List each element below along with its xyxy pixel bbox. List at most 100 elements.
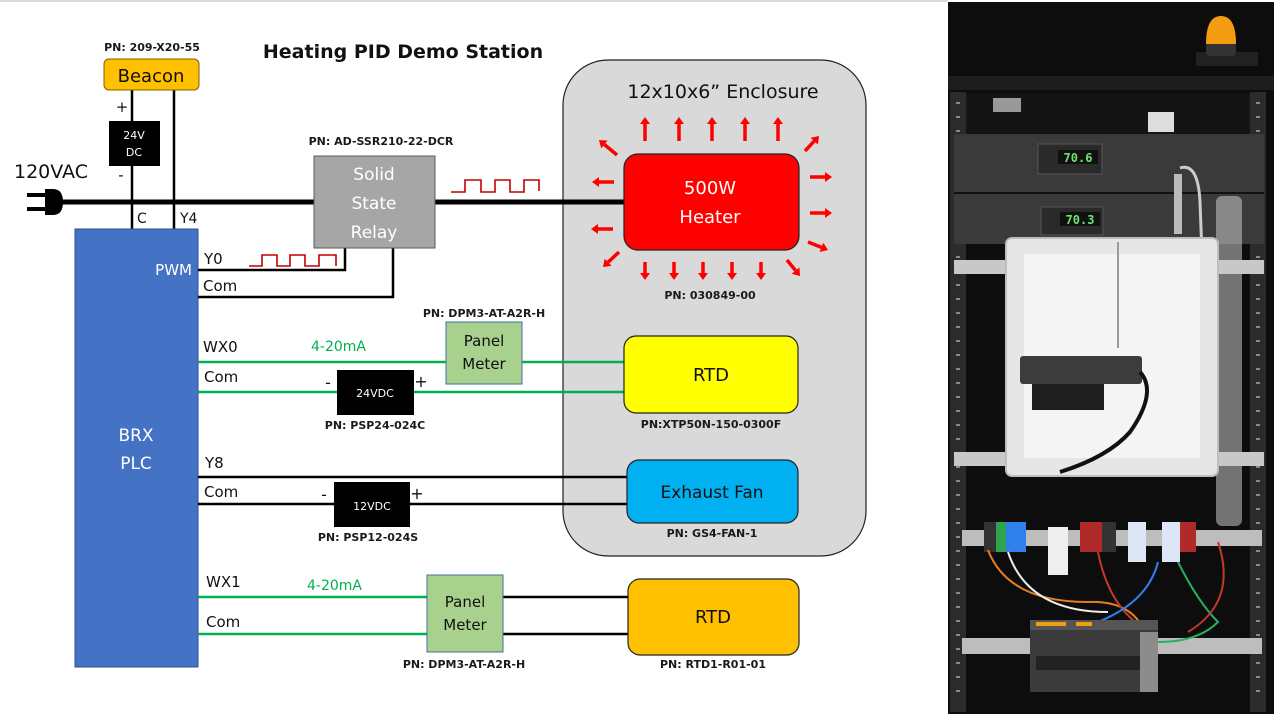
rail-hole (1256, 298, 1260, 300)
exhaust-fan-label: Exhaust Fan (660, 483, 763, 503)
terminal-com-wx0: Com (204, 368, 238, 386)
heat-arrow-icon (785, 258, 800, 276)
supply-24vdc-pn: PN: PSP24-024C (325, 419, 425, 432)
rail-hole (956, 634, 960, 636)
beacon-supply (109, 121, 160, 166)
terminal-c: C (137, 211, 147, 227)
rail-hole (956, 606, 960, 608)
panel-meter-2-pn: PN: DPM3-AT-A2R-H (403, 658, 525, 671)
rail-hole (1256, 592, 1260, 594)
exhaust-fan (626, 459, 799, 524)
heater (623, 153, 800, 251)
supply-24vdc-minus: - (325, 373, 331, 392)
enclosure-label: 12x10x6” Enclosure (627, 81, 818, 103)
rtd-2 (627, 578, 800, 656)
ssr-pn: PN: AD-SSR210-22-DCR (309, 135, 454, 148)
terminal-wx0: WX0 (203, 338, 238, 356)
rail-hole (956, 536, 960, 538)
rail-hole (956, 494, 960, 496)
rail-hole (956, 648, 960, 650)
rail-hole (1256, 340, 1260, 342)
heat-arrow-icon (727, 262, 737, 280)
meter-2-reading: 70.3 (1066, 213, 1095, 227)
beacon-label: Beacon (118, 66, 185, 87)
heater-pn: PN: 030849-00 (664, 289, 756, 302)
rail-hole (1256, 326, 1260, 328)
rail-hole (956, 130, 960, 132)
rail-hole (956, 578, 960, 580)
beacon (103, 58, 200, 91)
rail-hole (956, 396, 960, 398)
rail-hole (1256, 690, 1260, 692)
beacon-supply-line2: DC (126, 146, 142, 159)
terminal-com-y8: Com (204, 483, 238, 501)
brx-plc (74, 228, 199, 668)
rack-rail-right (1250, 92, 1266, 712)
panel-meter-2-line1: Panel (445, 593, 485, 611)
supply-12vdc-minus: - (321, 485, 327, 504)
panel-meter-display-2: 70.3 (1040, 206, 1104, 236)
top-border (0, 0, 948, 2)
ssr-label-line2: State (352, 194, 397, 214)
heat-arrow-icon (599, 140, 619, 157)
heat-arrow-icon (773, 117, 783, 141)
power-input-label: 120VAC (14, 161, 88, 183)
rail-hole (1256, 102, 1260, 104)
rail-hole (956, 620, 960, 622)
rail-hole (956, 592, 960, 594)
panel-meter-1-line1: Panel (464, 332, 504, 350)
plug-icon (27, 189, 63, 215)
ssr-label-line3: Relay (351, 223, 398, 243)
rail-hole (1256, 564, 1260, 566)
rail-hole (1256, 382, 1260, 384)
rail-hole (956, 326, 960, 328)
rail-hole (956, 102, 960, 104)
heat-arrow-icon (640, 262, 650, 280)
rail-hole (956, 480, 960, 482)
heat-arrow-icon (756, 262, 766, 280)
rail-hole (956, 368, 960, 370)
wire-com-pwm (198, 248, 395, 299)
station-photo: 70.6 70.3 (948, 2, 1274, 714)
heater-label-line2: Heater (679, 207, 741, 228)
supply-12vdc-pn: PN: PSP12-024S (318, 531, 418, 544)
terminal-blocks (984, 522, 1196, 575)
heat-arrow-icon (803, 136, 819, 153)
beacon-light-icon (1196, 16, 1258, 66)
rail-hole (956, 424, 960, 426)
rail-hole (1256, 634, 1260, 636)
rail-hole (1256, 410, 1260, 412)
heat-arrows (591, 117, 832, 280)
rail-hole (1256, 550, 1260, 552)
rail-hole (956, 116, 960, 118)
rtd-1 (623, 335, 799, 414)
rail-hole (1256, 130, 1260, 132)
supply-24vdc (337, 370, 414, 415)
supply-12vdc-label: 12VDC (353, 500, 391, 513)
signal-2-label: 4-20mA (307, 578, 362, 594)
supply-12vdc-plus: + (410, 484, 423, 503)
terminal-y0: Y0 (203, 250, 223, 268)
exhaust-fan-pn: PN: GS4-FAN-1 (667, 527, 758, 540)
rail-hole (1256, 284, 1260, 286)
beacon-supply-plus: + (116, 98, 129, 116)
rail-hole (1256, 508, 1260, 510)
rail-hole (1256, 116, 1260, 118)
meter-panel-1 (954, 134, 1264, 192)
exhaust-fan-photo (1020, 356, 1142, 384)
wiring-diagram: Heating PID Demo Station 12x10x6” Enclos… (14, 41, 867, 671)
heat-arrow-icon (674, 117, 684, 141)
rail-hole (1256, 522, 1260, 524)
panel-meter-display-1: 70.6 (1037, 143, 1103, 175)
rail-hole (1256, 256, 1260, 258)
heat-arrow-icon (640, 117, 650, 141)
panel-meter-1-line2: Meter (462, 355, 506, 373)
rail-hole (1256, 354, 1260, 356)
heat-arrow-icon (810, 208, 832, 218)
rail-hole (1256, 368, 1260, 370)
supply-24vdc-label: 24VDC (356, 387, 394, 400)
rail-hole (956, 466, 960, 468)
solid-state-relay (313, 155, 436, 249)
rail-hole (1256, 438, 1260, 440)
panel-meter-1-pn: PN: DPM3-AT-A2R-H (423, 307, 545, 320)
